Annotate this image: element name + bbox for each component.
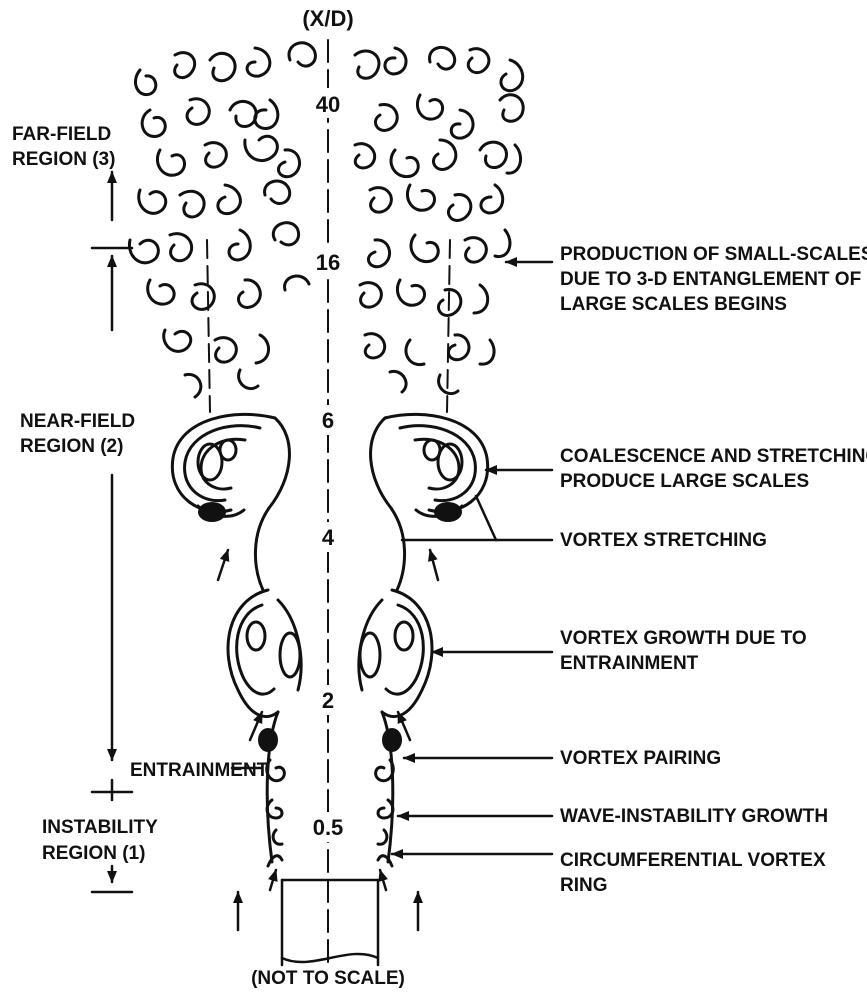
small-scales-label-1: PRODUCTION OF SMALL-SCALES bbox=[560, 244, 867, 265]
right-guide-line bbox=[447, 240, 450, 412]
instability-label-1: INSTABILITY bbox=[42, 817, 158, 838]
pairing-label: VORTEX PAIRING bbox=[560, 748, 721, 769]
station-4: 4 bbox=[322, 525, 335, 550]
jet-nozzle bbox=[282, 880, 378, 965]
stretching-label: VORTEX STRETCHING bbox=[560, 530, 767, 551]
not-to-scale-label: (NOT TO SCALE) bbox=[251, 968, 405, 989]
region-labels: FAR-FIELD REGION (3) NEAR-FIELD REGION (… bbox=[12, 124, 269, 864]
entrainment-label: ENTRAINMENT bbox=[130, 760, 269, 781]
small-scales-label-3: LARGE SCALES BEGINS bbox=[560, 294, 787, 315]
annotation-labels: PRODUCTION OF SMALL-SCALES DUE TO 3-D EN… bbox=[560, 244, 867, 896]
near-field-label-2: REGION (2) bbox=[20, 436, 123, 457]
station-40: 40 bbox=[316, 92, 340, 117]
far-field-label-2: REGION (3) bbox=[12, 149, 115, 170]
coalescence-label-2: PRODUCE LARGE SCALES bbox=[560, 471, 809, 492]
ring-label-2: RING bbox=[560, 875, 608, 896]
small-scales-label-2: DUE TO 3-D ENTANGLEMENT OF bbox=[560, 269, 861, 290]
coalescence-label-1: COALESCENCE AND STRETCHING bbox=[560, 446, 867, 467]
near-field-vortex-cores bbox=[198, 502, 462, 522]
growth-label-2: ENTRAINMENT bbox=[560, 653, 699, 674]
instability-shear-layer bbox=[267, 712, 394, 866]
station-0-5: 0.5 bbox=[313, 815, 344, 840]
near-field-label-1: NEAR-FIELD bbox=[20, 411, 135, 432]
growth-label-1: VORTEX GROWTH DUE TO bbox=[560, 628, 807, 649]
near-field-vortices bbox=[172, 414, 487, 590]
pairing-vortex-cores bbox=[258, 728, 402, 752]
axis-label: (X/D) bbox=[302, 6, 353, 31]
instability-label-2: REGION (1) bbox=[42, 843, 145, 864]
far-field-label-1: FAR-FIELD bbox=[12, 124, 111, 145]
station-16: 16 bbox=[316, 250, 340, 275]
left-guide-line bbox=[207, 240, 210, 412]
station-2: 2 bbox=[322, 688, 334, 713]
wave-label: WAVE-INSTABILITY GROWTH bbox=[560, 806, 828, 827]
station-6: 6 bbox=[322, 408, 334, 433]
ring-label-1: CIRCUMFERENTIAL VORTEX bbox=[560, 850, 826, 871]
region-brackets bbox=[92, 172, 132, 892]
